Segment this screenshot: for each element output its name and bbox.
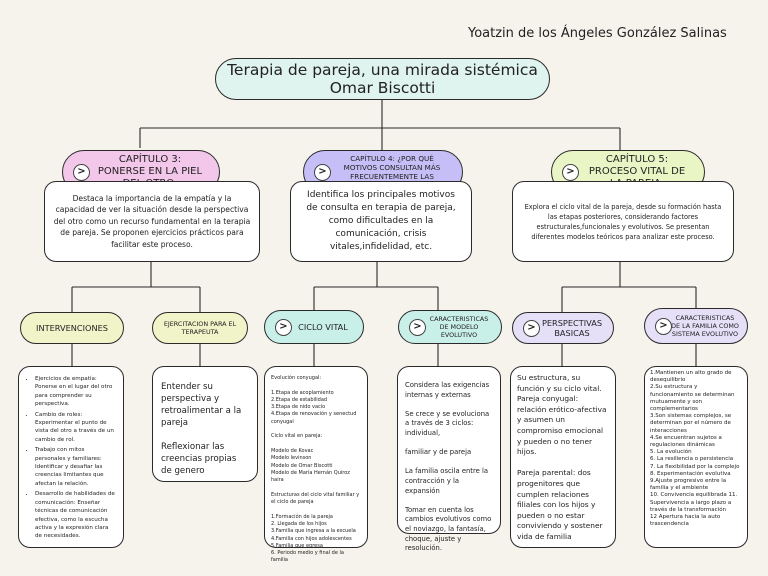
chapter-5-description: Explora el ciclo vital de la pareja, des… xyxy=(512,181,734,262)
perspectivas-box: Su estructura, su función y su ciclo vit… xyxy=(510,366,616,548)
ejercitacion-text: Entender su perspectiva y retroalimentar… xyxy=(161,382,242,476)
chevron-right-icon[interactable]: > xyxy=(73,163,90,181)
ciclo-vital-label: CICLO VITAL xyxy=(298,322,348,332)
intervenciones-label: INTERVENCIONES xyxy=(36,323,108,333)
chevron-right-icon[interactable]: > xyxy=(314,163,331,181)
chevron-right-icon[interactable]: > xyxy=(655,317,672,335)
chapter-4-description: Identifica los principales motivos de co… xyxy=(290,181,472,262)
familia-sistema-box: 1.Mantienen un alto grado de desequilibr… xyxy=(644,366,748,548)
main-subtitle: Omar Biscotti xyxy=(329,79,436,97)
ciclo-vital-box: Evolución conyugal: 1.Etapa de acoplamie… xyxy=(264,366,368,563)
author-name: Yoatzin de los Ángeles González Salinas xyxy=(468,26,727,41)
intervenciones-node[interactable]: INTERVENCIONES xyxy=(20,312,124,344)
ciclo-vital-node[interactable]: > CICLO VITAL xyxy=(264,310,364,344)
ejercitacion-node[interactable]: EJERCITACION PARA EL TERAPEUTA xyxy=(152,312,248,344)
main-title: Terapia de pareja, una mirada sistémica xyxy=(227,61,538,79)
familia-sistema-label: CARACTERISTICAS DE LA FAMILIA COMO SISTE… xyxy=(671,314,739,338)
chevron-right-icon[interactable]: > xyxy=(523,319,540,337)
intervenciones-box: Ejercicios de empatía: Ponerse en el lug… xyxy=(18,366,124,548)
modelo-evolutivo-box: Considera las exigencias internas y exte… xyxy=(397,366,501,552)
perspectivas-label: PERSPECTIVAS BASICAS xyxy=(541,318,603,338)
ejercitacion-label: EJERCITACION PARA EL TERAPEUTA xyxy=(163,320,237,336)
chevron-right-icon[interactable]: > xyxy=(562,163,579,181)
familia-sistema-node[interactable]: > CARACTERISTICAS DE LA FAMILIA COMO SIS… xyxy=(644,308,748,344)
list-item: Cambio de roles: Experimentar el punto d… xyxy=(35,411,115,445)
ciclo-vital-text: Evolución conyugal: 1.Etapa de acoplamie… xyxy=(271,375,360,564)
list-item: Desarrollo de habilidades de comunicació… xyxy=(35,490,115,540)
perspectivas-text: Su estructura, su función y su ciclo vit… xyxy=(517,373,607,541)
intervenciones-list: Ejercicios de empatía: Ponerse en el lug… xyxy=(27,375,115,543)
list-item: Trabajo con mitos personales y familiare… xyxy=(35,446,115,488)
modelo-evolutivo-label: CARACTERISTICAS DE MODELO EVOLUTIVO xyxy=(429,315,489,339)
ejercitacion-box: Entender su perspectiva y retroalimentar… xyxy=(152,366,258,482)
chevron-right-icon[interactable]: > xyxy=(275,318,292,336)
modelo-evolutivo-node[interactable]: > CARACTERISTICAS DE MODELO EVOLUTIVO xyxy=(398,310,502,344)
chevron-right-icon[interactable]: > xyxy=(409,318,426,336)
chapter-3-description: Destaca la importancia de la empatía y l… xyxy=(44,181,260,262)
familia-sistema-text: 1.Mantienen un alto grado de desequilibr… xyxy=(650,370,740,528)
main-title-node[interactable]: Terapia de pareja, una mirada sistémica … xyxy=(215,58,550,100)
modelo-evolutivo-text: Considera las exigencias internas y exte… xyxy=(405,381,492,553)
perspectivas-node[interactable]: > PERSPECTIVAS BASICAS xyxy=(512,312,614,344)
list-item: Ejercicios de empatía: Ponerse en el lug… xyxy=(35,375,115,409)
